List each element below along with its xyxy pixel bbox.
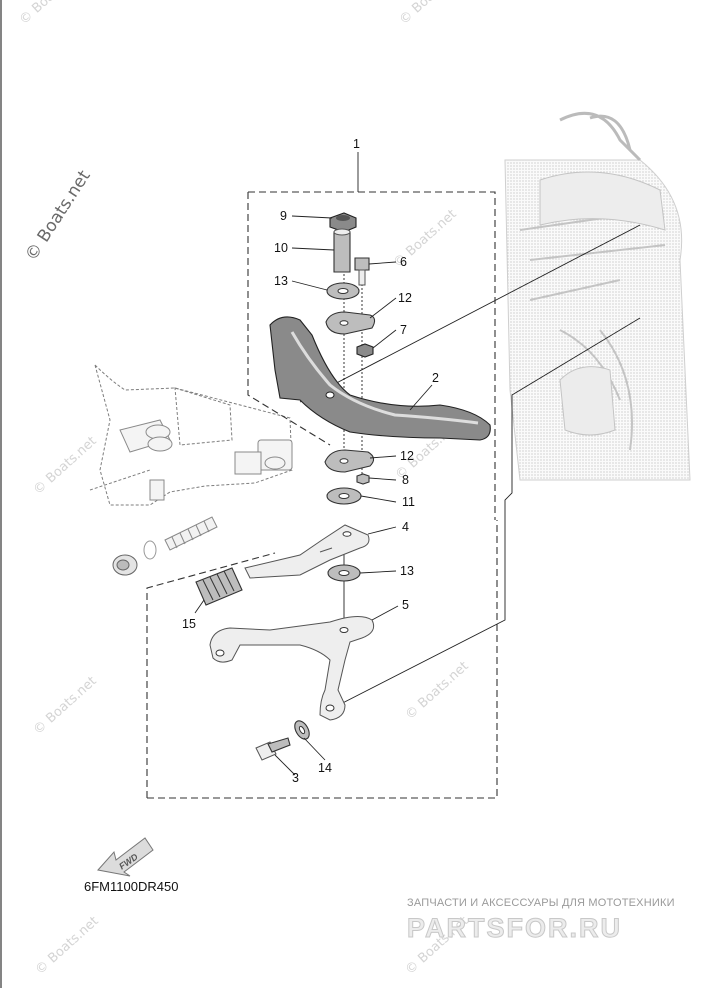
part-pad-15[interactable] [195,567,243,606]
part-washer-14[interactable] [292,718,312,741]
callout-13-lower: 13 [400,564,414,578]
watermark: © Boats.net [31,674,100,738]
part-arm-5[interactable] [209,616,375,721]
callout-11: 11 [402,495,415,509]
callout-8: 8 [402,473,409,487]
watermark: © Boats.net [17,0,86,28]
part-washer-11[interactable] [326,487,362,505]
part-bracket-2[interactable] [269,316,491,441]
brand-logo: PARTSFOR.RU [407,913,622,943]
callout-9: 9 [280,209,287,223]
assembly-boundary-lower [146,520,498,799]
callout-12-upper: 12 [398,291,412,305]
watermark-main: © Boats.net [21,167,94,265]
part-collar-10[interactable] [333,228,351,273]
callout-4: 4 [402,520,409,534]
callout-labels: 1 2 3 4 5 6 7 8 9 10 11 12 12 13 13 14 1… [182,137,439,785]
callout-7: 7 [400,323,407,337]
part-plate-12-lower[interactable] [324,449,375,473]
callout-3: 3 [292,771,299,785]
part-plate-12-upper[interactable] [325,311,376,335]
engine-context [504,111,691,481]
diagram-code: 6FM1100DR450 [84,879,178,894]
part-link-plate-4[interactable] [244,524,370,579]
part-nut-7[interactable] [356,343,374,358]
callout-13-upper: 13 [274,274,288,288]
watermark: © Boats.net [403,659,472,723]
part-washer-13-upper[interactable] [326,282,360,300]
callout-12-lower: 12 [400,449,414,463]
part-washer-13-lower[interactable] [327,564,361,582]
part-nut-8[interactable] [356,473,370,485]
fwd-arrow-icon: FWD [97,837,154,877]
callout-1: 1 [353,137,360,151]
callout-5: 5 [402,598,409,612]
callout-14: 14 [318,761,332,775]
assembly-boundary-upper [247,191,496,520]
callout-15: 15 [182,617,196,631]
part-nut-9[interactable] [329,212,357,233]
callout-leaders [194,152,433,776]
callout-2: 2 [432,371,439,385]
watermark: © Boats.net [31,434,100,498]
ghost-housing [89,363,293,506]
part-bolt-3[interactable] [255,737,291,761]
part-bolt-6[interactable] [354,257,370,286]
ghost-spring [112,516,218,576]
leader-line [324,317,641,713]
callout-6: 6 [400,255,407,269]
leader-line [299,224,641,403]
callout-10: 10 [274,241,288,255]
watermark: © Boats.net [33,914,102,978]
watermark: © Boats.net [397,0,466,28]
brand-tagline: ЗАПЧАСТИ И АКСЕССУАРЫ ДЛЯ МОТОТЕХНИКИ [407,897,675,909]
watermark-group: © Boats.net © Boats.net © Boats.net © Bo… [17,0,472,978]
